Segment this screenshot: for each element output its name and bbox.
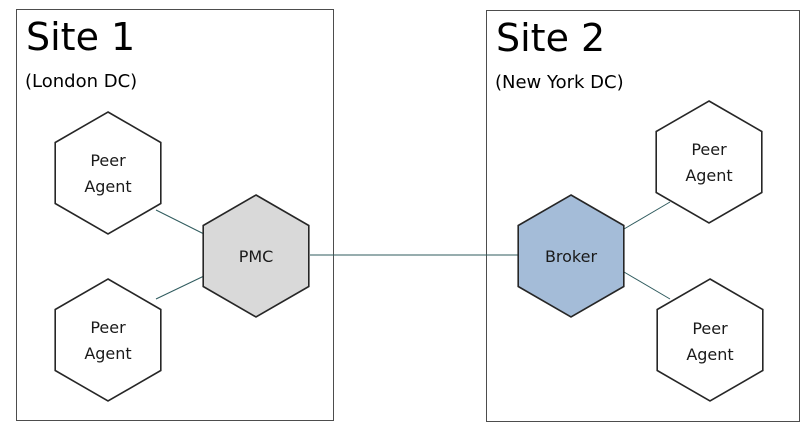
pmc-label: PMC xyxy=(239,247,274,266)
peer3-label-line2: Agent xyxy=(685,166,732,185)
peer2-label-line2: Agent xyxy=(84,344,131,363)
node-peer3: Peer Agent xyxy=(655,100,763,224)
node-peer4: Peer Agent xyxy=(656,278,764,402)
peer3-hexagon xyxy=(655,100,763,224)
link-broker-peer4 xyxy=(623,271,671,300)
broker-hexagon xyxy=(517,194,625,318)
link-broker-peer3 xyxy=(623,201,671,230)
peer1-hexagon xyxy=(54,111,162,235)
site-1-title: Site 1 xyxy=(26,15,136,59)
broker-label: Broker xyxy=(545,247,598,266)
peer4-label-line1: Peer xyxy=(692,319,728,338)
peer2-label-line1: Peer xyxy=(90,318,126,337)
peer4-hexagon xyxy=(656,278,764,402)
node-broker: Broker xyxy=(517,194,625,318)
connectors xyxy=(155,201,671,300)
peer1-label-line2: Agent xyxy=(84,177,131,196)
peer3-label-line1: Peer xyxy=(691,140,727,159)
site-1-subtitle: (London DC) xyxy=(25,71,138,92)
peer2-hexagon xyxy=(54,278,162,402)
peer4-label-line2: Agent xyxy=(686,345,733,364)
link-peer1-pmc xyxy=(155,209,205,235)
peer1-label-line1: Peer xyxy=(90,151,126,170)
node-peer1: Peer Agent xyxy=(54,111,162,235)
site-2-subtitle: (New York DC) xyxy=(495,72,624,93)
node-pmc: PMC xyxy=(202,194,310,318)
link-peer2-pmc xyxy=(155,275,205,300)
pmc-hexagon xyxy=(202,194,310,318)
site-2-title: Site 2 xyxy=(496,16,606,60)
node-peer2: Peer Agent xyxy=(54,278,162,402)
